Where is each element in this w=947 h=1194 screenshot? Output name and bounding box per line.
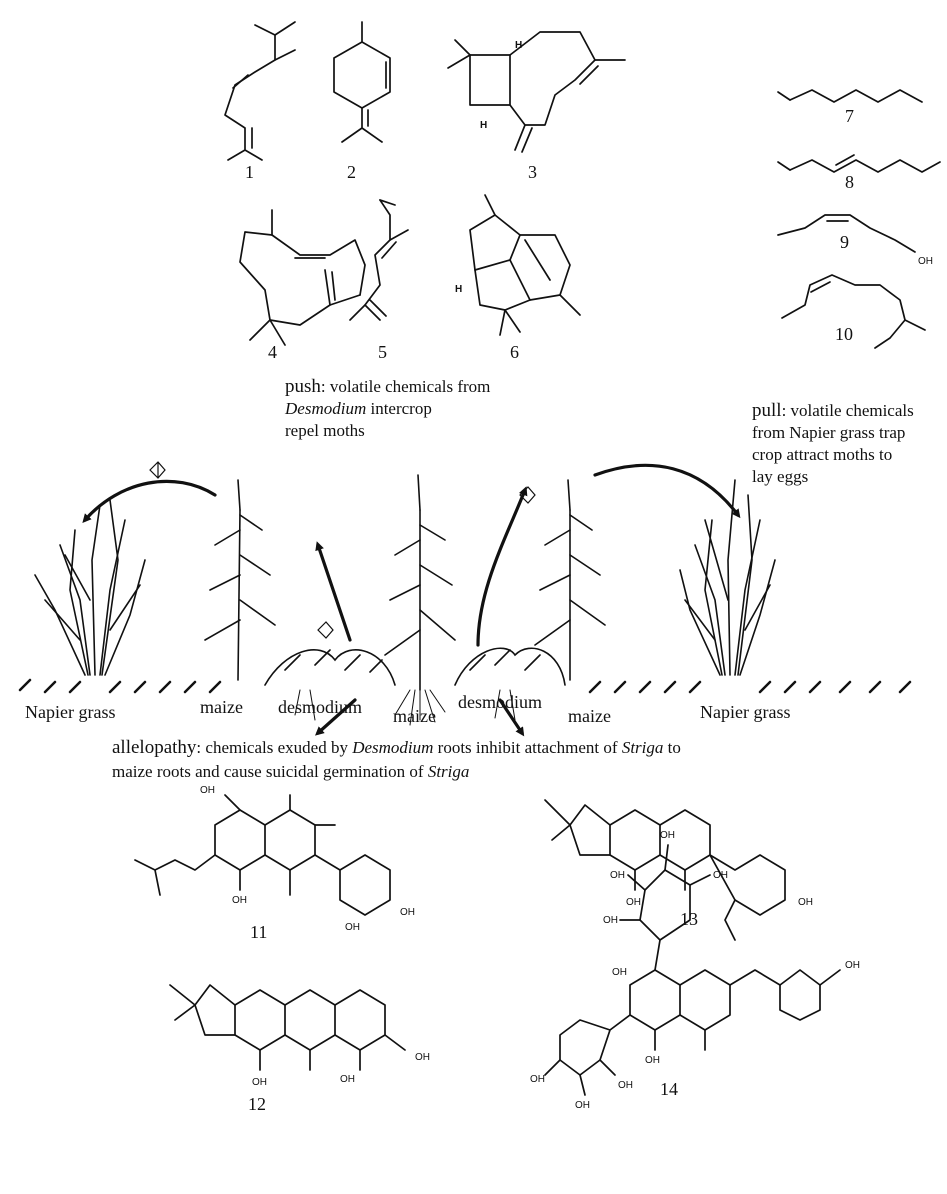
label-compound-10: 10 <box>835 324 853 344</box>
structure-6 <box>469 194 581 336</box>
napier-grass-right <box>679 479 776 676</box>
maize-right <box>534 479 606 681</box>
push-key: push <box>285 376 321 397</box>
atom-oh-12b: OH <box>340 1074 355 1085</box>
label-napier-grass-right: Napier grass <box>700 702 790 722</box>
atom-oh-11d: OH <box>400 907 415 918</box>
atom-oh-14f: OH <box>612 967 627 978</box>
desmodium-left <box>264 649 396 686</box>
structure-4 <box>239 209 366 346</box>
moth-arrows <box>82 463 741 737</box>
atom-oh-14a: OH <box>603 915 618 926</box>
napier-grass-left <box>34 499 146 676</box>
atom-oh-14j: OH <box>618 1080 633 1091</box>
atom-oh-12c: OH <box>415 1052 430 1063</box>
atom-oh-13a: OH <box>626 897 641 908</box>
atom-oh-9: OH <box>918 256 933 267</box>
structure-1 <box>224 21 296 161</box>
structure-13 <box>544 799 786 941</box>
pull-caption: pull: volatile chemicals from Napier gra… <box>752 400 947 488</box>
atom-oh-14i: OH <box>575 1100 590 1111</box>
label-compound-3: 3 <box>528 162 537 182</box>
label-compound-5: 5 <box>378 342 387 362</box>
push-line1: : volatile chemicals from <box>320 377 491 396</box>
label-compound-6: 6 <box>510 342 519 362</box>
allelopathy-caption: allelopathy: chemicals exuded by Desmodi… <box>112 736 832 784</box>
allelopathy-key: allelopathy <box>112 737 197 758</box>
maize-left <box>204 479 276 681</box>
label-compound-2: 2 <box>347 162 356 182</box>
desmodium-right <box>454 647 566 686</box>
label-compound-12: 12 <box>248 1094 266 1114</box>
atom-oh-14b: OH <box>610 870 625 881</box>
pull-line2: from Napier grass trap <box>752 423 906 442</box>
allelopathy-italic1: Desmodium <box>352 738 434 757</box>
push-line2: intercrop <box>366 399 432 418</box>
maize-center <box>384 474 456 691</box>
pull-key: pull <box>752 400 782 421</box>
atom-oh-11a: OH <box>200 785 215 796</box>
label-compound-9: 9 <box>840 232 849 252</box>
push-caption: push: volatile chemicals from Desmodium … <box>285 376 515 442</box>
structure-11 <box>134 794 391 916</box>
atom-h-6: H <box>455 284 462 295</box>
label-napier-grass-left: Napier grass <box>25 702 115 722</box>
structure-2 <box>333 21 391 143</box>
label-maize-right: maize <box>568 706 611 726</box>
roots <box>294 689 516 726</box>
ground-hatching <box>18 678 912 694</box>
allelopathy-italic3: Striga <box>427 762 470 781</box>
pull-line1: : volatile chemicals <box>781 401 914 420</box>
atom-oh-14d: OH <box>713 870 728 881</box>
structure-3 <box>447 31 626 153</box>
structure-5 <box>349 199 409 321</box>
structure-9 <box>777 214 916 253</box>
pull-line3: crop attract moths to <box>752 445 893 464</box>
structure-8 <box>777 154 941 173</box>
allelopathy-italic2: Striga <box>621 738 664 757</box>
structure-10 <box>781 274 926 349</box>
label-maize-left: maize <box>200 697 243 717</box>
atom-oh-14e: OH <box>845 960 860 971</box>
atom-h-3a: H <box>515 40 522 51</box>
push-italic: Desmodium <box>285 399 367 418</box>
allelopathy-part2: roots inhibit attachment of <box>433 738 622 757</box>
atom-oh-14g: OH <box>645 1055 660 1066</box>
moth-icons <box>149 461 536 639</box>
label-desmodium-left: desmodium <box>278 697 362 717</box>
label-maize-center: maize <box>393 706 436 726</box>
label-compound-8: 8 <box>845 172 854 192</box>
atom-oh-11b: OH <box>232 895 247 906</box>
label-compound-7: 7 <box>845 106 854 126</box>
atom-oh-13b: OH <box>798 897 813 908</box>
atom-h-3b: H <box>480 120 487 131</box>
allelopathy-part3: to <box>663 738 681 757</box>
label-desmodium-right: desmodium <box>458 692 542 712</box>
structure-12 <box>169 984 406 1071</box>
atom-oh-14h: OH <box>530 1074 545 1085</box>
pull-line4: lay eggs <box>752 467 809 486</box>
structure-14 <box>544 844 841 1096</box>
push-line3: repel moths <box>285 421 365 440</box>
allelopathy-part1: : chemicals exuded by <box>196 738 353 757</box>
atom-oh-14c: OH <box>660 830 675 841</box>
structure-7 <box>777 89 923 103</box>
label-compound-1: 1 <box>245 162 254 182</box>
allelopathy-line2: maize roots and cause suicidal germinati… <box>112 762 428 781</box>
label-compound-4: 4 <box>268 342 277 362</box>
atom-oh-11c: OH <box>345 922 360 933</box>
label-compound-11: 11 <box>250 922 267 942</box>
label-compound-14: 14 <box>660 1079 678 1099</box>
atom-oh-12a: OH <box>252 1077 267 1088</box>
label-compound-13: 13 <box>680 909 698 929</box>
